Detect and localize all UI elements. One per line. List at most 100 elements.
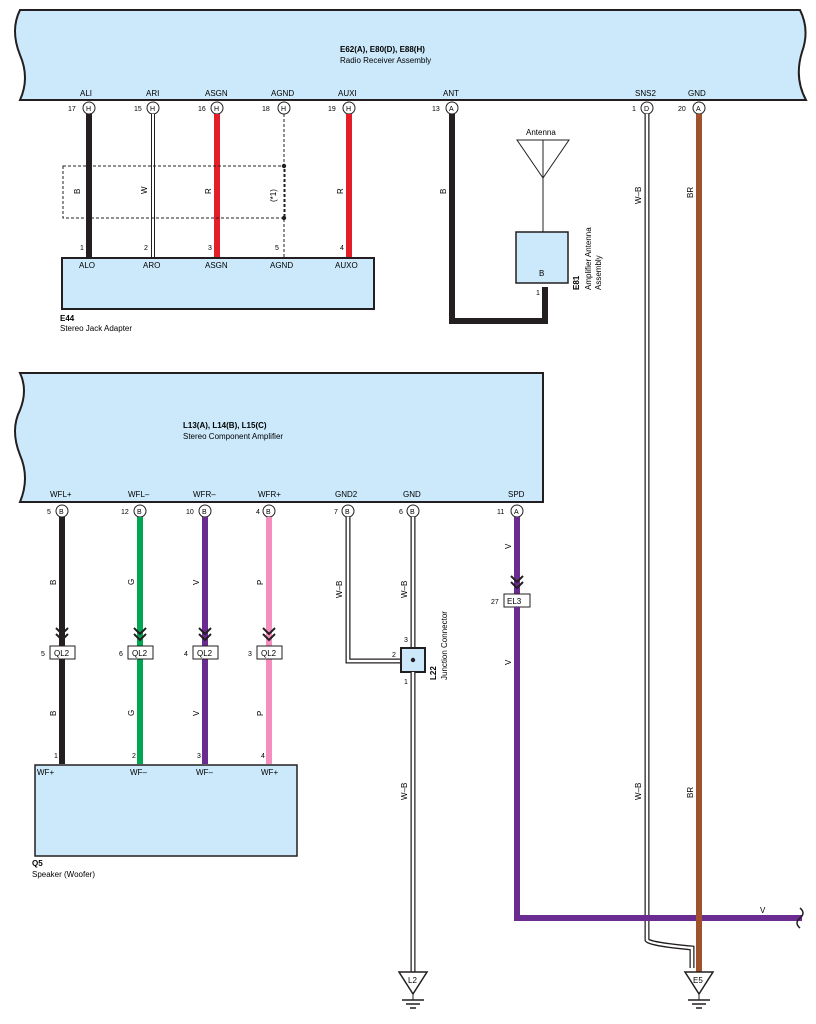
junction-pin-3: 3	[404, 637, 408, 644]
svg-text:B: B	[137, 509, 142, 516]
chevron-icon-wfl-minus	[133, 627, 147, 642]
bus-break-icon	[796, 907, 804, 929]
antenna-code: E81	[572, 275, 581, 290]
svg-text:H: H	[86, 106, 91, 113]
wire-label-spd: V	[504, 543, 513, 549]
svg-text:SPD: SPD	[508, 490, 525, 499]
wire-spd-bus	[514, 607, 802, 921]
jack-pin-num-1: 1	[80, 245, 84, 252]
wire-label-wf3: V	[192, 710, 201, 716]
jack-name: Stereo Jack Adapter	[60, 324, 132, 333]
svg-text:4: 4	[184, 651, 188, 658]
radio-pin-ali: ALI 17 H	[68, 89, 96, 115]
svg-text:16: 16	[198, 106, 206, 113]
svg-text:WFL+: WFL+	[50, 490, 72, 499]
shield-junction-bottom	[281, 215, 287, 221]
antenna-label: Antenna	[526, 128, 556, 137]
chevron-icon-spd	[510, 575, 524, 590]
amp-pin-gnd: GND 6 B	[399, 490, 421, 518]
junction-pin-2: 2	[392, 652, 396, 659]
chevron-icon-wfl-plus	[55, 627, 69, 642]
wire-label-sns2: W–B	[634, 187, 643, 204]
wire-label-auxi: R	[336, 188, 345, 194]
wire-label-wf2: G	[127, 710, 136, 716]
junction-pin-1: 1	[404, 679, 408, 686]
svg-text:B: B	[59, 509, 64, 516]
svg-text:AGND: AGND	[271, 89, 294, 98]
jack-pin-num-5: 5	[275, 245, 279, 252]
svg-text:1: 1	[632, 106, 636, 113]
svg-text:A: A	[514, 509, 519, 516]
svg-text:H: H	[214, 106, 219, 113]
ql2-connector-1: 5 QL2	[41, 645, 76, 660]
ql2-connector-3: 4 QL2	[184, 645, 219, 660]
antenna-name-2: Assembly	[594, 255, 603, 290]
svg-text:6: 6	[119, 651, 123, 658]
amp-pin-spd: SPD 11 A	[497, 490, 525, 518]
wire-label-wf1: B	[49, 711, 58, 716]
svg-text:WFR+: WFR+	[258, 490, 281, 499]
wire-label-spd-lower: V	[504, 659, 513, 665]
svg-text:4: 4	[256, 509, 260, 516]
wire-label-ali: B	[73, 189, 82, 194]
jack-pin-num-4: 4	[340, 245, 344, 252]
wire-label-wf4: P	[256, 711, 265, 716]
radio-receiver-block	[14, 9, 808, 101]
svg-text:5: 5	[47, 509, 51, 516]
speaker-pin-num-3: 3	[197, 753, 201, 760]
svg-text:A: A	[449, 106, 454, 113]
svg-text:17: 17	[68, 106, 76, 113]
jack-pin-alo: ALO	[79, 261, 95, 270]
radio-pin-auxi: AUXI 19 H	[328, 89, 357, 115]
svg-text:7: 7	[334, 509, 338, 516]
radio-pin-ari: ARI 15 H	[134, 89, 160, 115]
svg-text:12: 12	[121, 509, 129, 516]
svg-text:H: H	[150, 106, 155, 113]
speaker-pin-num-1: 1	[54, 753, 58, 760]
svg-text:3: 3	[248, 651, 252, 658]
wire-label-sns2-lower: W–B	[634, 783, 643, 800]
speaker-pin-num-4: 4	[261, 753, 265, 760]
el3-name: EL3	[507, 597, 522, 606]
wire-label-bus: V	[760, 906, 766, 915]
speaker-block	[34, 764, 298, 857]
svg-text:QL2: QL2	[261, 649, 277, 658]
wire-label-gnd2: W–B	[335, 581, 344, 598]
svg-text:AUXI: AUXI	[338, 89, 357, 98]
speaker-pin-4: WF+	[261, 768, 278, 777]
ql2-connector-2: 6 QL2	[119, 645, 154, 660]
wire-label-wfl-plus-upper: B	[49, 580, 58, 585]
jack-pin-auxo: AUXO	[335, 261, 358, 270]
wire-label-br-lower: BR	[686, 787, 695, 798]
svg-text:SNS2: SNS2	[635, 89, 656, 98]
speaker-pin-1: WF+	[37, 768, 54, 777]
svg-text:ANT: ANT	[443, 89, 459, 98]
ql2-connector-4: 3 QL2	[248, 645, 283, 660]
speaker-pin-3: WF–	[196, 768, 213, 777]
svg-text:H: H	[281, 106, 286, 113]
wire-label-wfr-plus-upper: P	[256, 580, 265, 585]
chevron-icon-wfr-plus	[262, 627, 276, 642]
ground-label-e5: E5	[693, 976, 703, 985]
antenna-icon	[516, 139, 570, 232]
el3-pin: 27	[491, 599, 499, 606]
chevron-icon-wfr-minus	[198, 627, 212, 642]
jack-pin-agnd: AGND	[270, 261, 293, 270]
svg-text:B: B	[266, 509, 271, 516]
svg-text:20: 20	[678, 106, 686, 113]
wire-ant	[449, 114, 548, 324]
svg-text:11: 11	[497, 509, 504, 516]
svg-text:A: A	[696, 106, 701, 113]
wire-label-gnd-drop: W–B	[400, 783, 409, 800]
radio-pin-ant: ANT 13 A	[432, 89, 459, 115]
svg-text:18: 18	[262, 106, 270, 113]
svg-text:ALI: ALI	[80, 89, 92, 98]
wire-label-wfl-minus-upper: G	[127, 579, 136, 585]
wire-label-wfr-minus-upper: V	[192, 579, 201, 585]
svg-text:15: 15	[134, 106, 142, 113]
wire-label-agnd: (*1)	[269, 189, 278, 202]
amp-pin-wfl-plus: WFL+ 5 B	[47, 490, 72, 518]
svg-text:H: H	[346, 106, 351, 113]
speaker-pin-2: WF–	[130, 768, 147, 777]
amp-pin-gnd2: GND2 7 B	[334, 490, 358, 518]
